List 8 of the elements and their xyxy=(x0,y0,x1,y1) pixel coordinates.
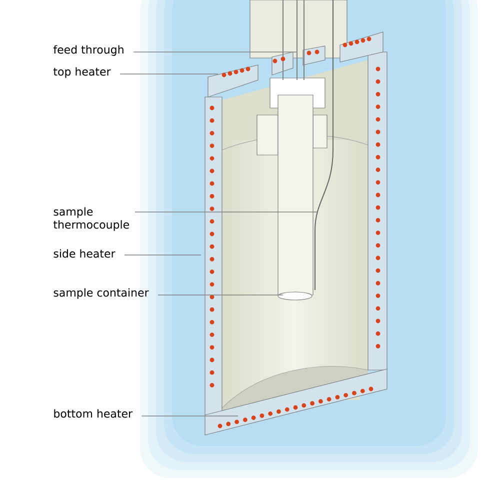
callout-label: top heater xyxy=(54,67,111,78)
callout-label: sample container xyxy=(54,288,149,299)
leader-line xyxy=(158,294,284,296)
leader-line xyxy=(124,254,202,256)
callout-label: sample thermocouple xyxy=(54,207,129,231)
callout-label: bottom heater xyxy=(54,409,133,418)
callout-label: side heater xyxy=(54,249,116,258)
callout-label: feed through xyxy=(53,45,124,56)
